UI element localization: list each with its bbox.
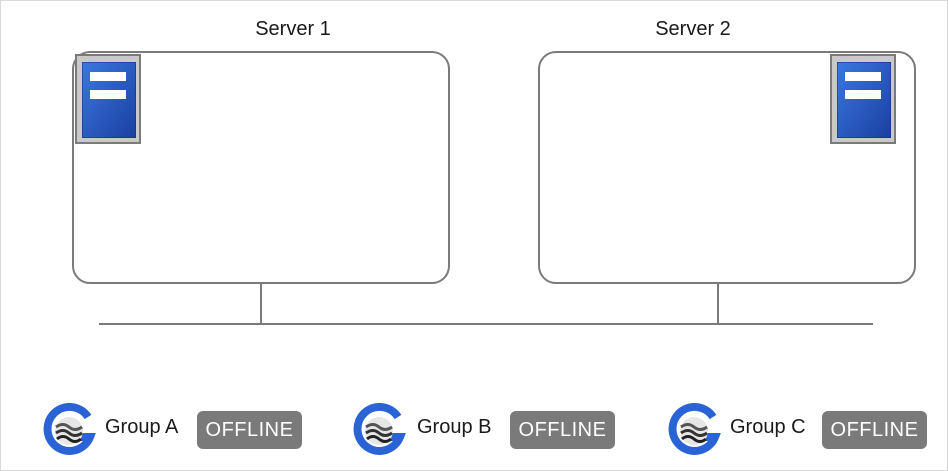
server-1-link: [260, 282, 262, 324]
failover-group-icon: [43, 403, 96, 455]
group-a-name: Group A: [105, 416, 179, 438]
group-c-name: Group C: [730, 416, 806, 438]
server-icon: [830, 54, 896, 144]
server-1-label: Server 1: [255, 18, 331, 40]
failover-group-icon: [668, 403, 721, 455]
server-2-link: [717, 282, 719, 324]
network-line: [99, 323, 873, 325]
group-a-status-badge: OFFLINE: [197, 411, 302, 449]
group-b-status-badge: OFFLINE: [510, 411, 615, 449]
group-b-name: Group B: [417, 416, 492, 438]
server-2-label: Server 2: [655, 18, 731, 40]
failover-group-icon: [353, 403, 406, 455]
server-icon: [75, 54, 141, 144]
group-c-status-badge: OFFLINE: [822, 411, 927, 449]
